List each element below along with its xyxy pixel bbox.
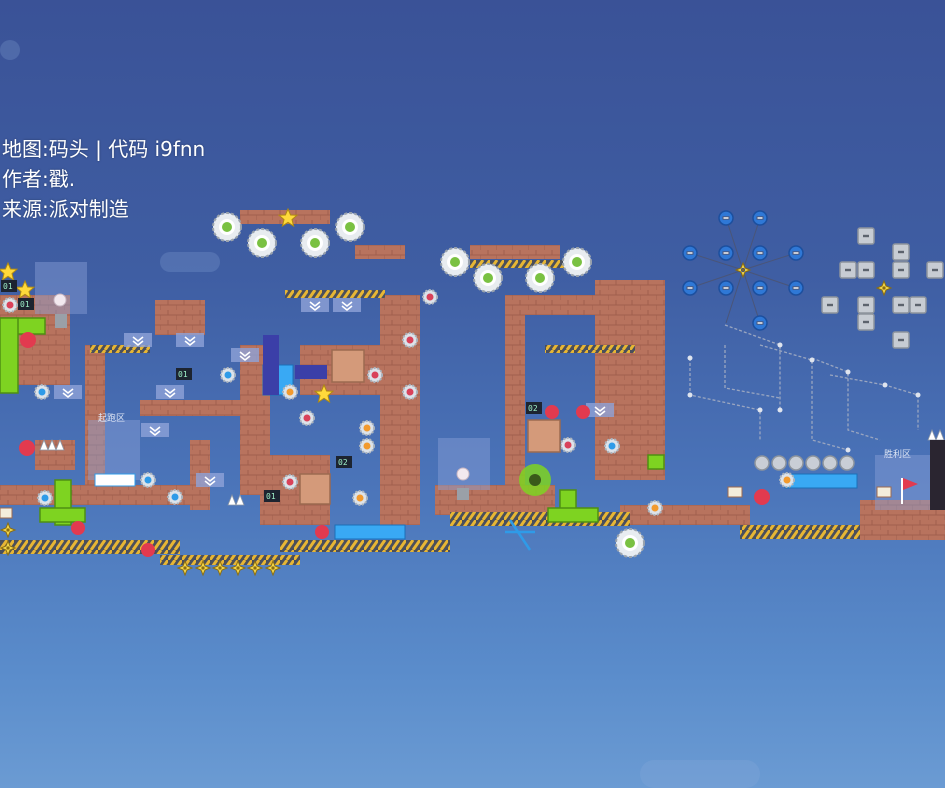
win-zone-label: 胜利区	[884, 448, 911, 460]
lightbulb-icon	[53, 293, 470, 500]
cloud	[160, 252, 220, 272]
flag-icon	[901, 478, 918, 504]
cloud	[640, 760, 760, 788]
spike-wall	[930, 440, 945, 510]
crate	[299, 349, 561, 505]
counter-value: 02	[338, 458, 348, 467]
map-author: 作者:戳.	[2, 167, 76, 191]
counter-display: 01 01 01 02 01 02	[1, 280, 542, 502]
rotating-hub-grey	[821, 227, 944, 349]
counter-value: 01	[20, 300, 30, 309]
map-title: 地图:码头 | 代码 i9fnn	[2, 137, 206, 161]
sign-board	[0, 473, 892, 519]
counter-value: 01	[178, 370, 188, 379]
start-zone-label: 起跑区	[98, 412, 125, 424]
cloud	[0, 40, 20, 60]
rotating-hub-blue	[682, 210, 804, 331]
crossbow-icon	[505, 519, 535, 551]
conveyor-platforms	[0, 260, 860, 565]
counter-value: 02	[528, 404, 538, 413]
slime-monster	[519, 464, 551, 496]
counter-value: 01	[266, 492, 276, 501]
counter-value: 01	[3, 282, 13, 291]
bomb-icon	[19, 332, 770, 557]
map-source: 来源:派对制造	[2, 197, 129, 221]
blue-blocks	[262, 335, 858, 540]
rail-nodes	[687, 342, 921, 453]
green-pipes	[0, 317, 665, 526]
trigger-zones	[35, 262, 930, 510]
brick-platforms	[0, 210, 945, 540]
grey-cog-row	[754, 455, 855, 471]
chain-rails	[689, 324, 919, 451]
